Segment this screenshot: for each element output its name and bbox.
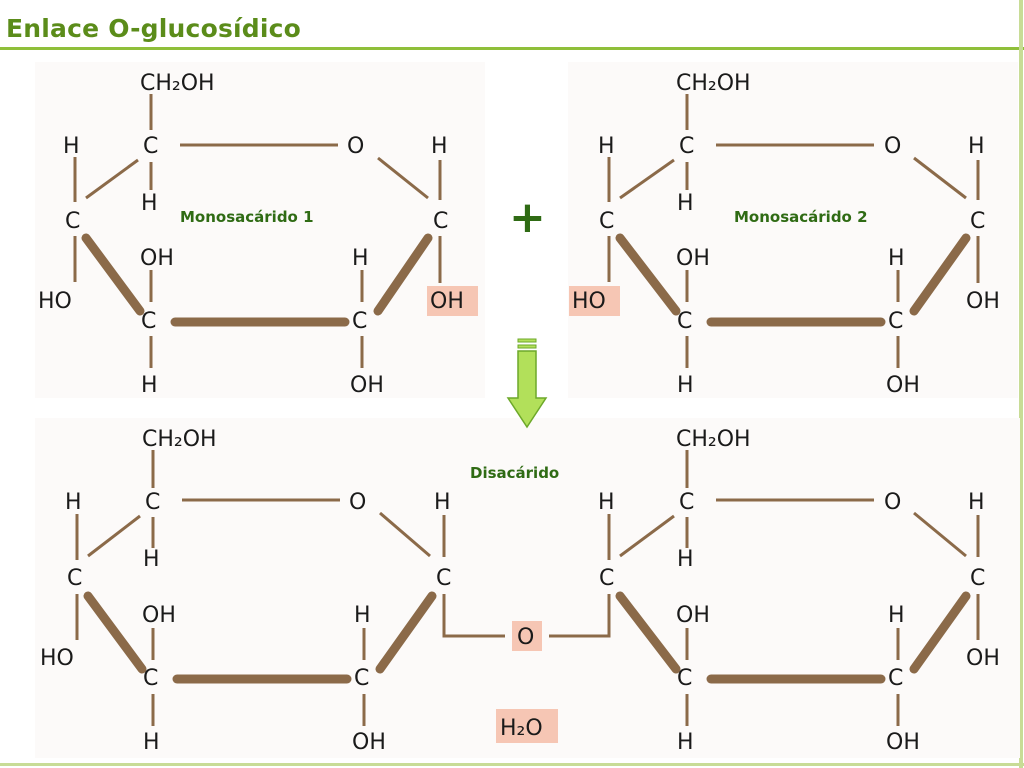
atom-label: OH — [886, 373, 920, 398]
atom-label: CH₂OH — [676, 71, 751, 96]
atom-label: H — [354, 603, 371, 628]
bottom-border — [0, 763, 1024, 766]
molecule-background — [568, 62, 1018, 398]
atom-label: C — [888, 309, 903, 334]
atom-label: OH — [966, 646, 1000, 671]
atom-label: C — [970, 566, 985, 591]
atom-label: H — [65, 490, 82, 515]
atom-label: C — [970, 209, 985, 234]
atom-label: HO — [38, 289, 72, 314]
atom-label: H — [143, 547, 160, 572]
atom-label: C — [436, 566, 451, 591]
plus-sign: + — [509, 192, 546, 243]
highlighted-oh: OH — [430, 289, 464, 314]
atom-label: H — [598, 134, 615, 159]
atom-label: H — [677, 730, 694, 755]
atom-label: C — [888, 666, 903, 691]
atom-label: C — [599, 209, 614, 234]
atom-label: C — [354, 666, 369, 691]
atom-label: O — [349, 490, 366, 515]
atom-label: C — [145, 490, 160, 515]
atom-label: H — [888, 603, 905, 628]
atom-label: C — [679, 490, 694, 515]
atom-label: H — [141, 191, 158, 216]
atom-label: OH — [140, 246, 174, 271]
atom-label: OH — [966, 289, 1000, 314]
atom-label: C — [65, 209, 80, 234]
highlight-oh-mono1 — [427, 286, 478, 316]
atom-label: H — [141, 373, 158, 398]
atom-label: CH₂OH — [142, 427, 217, 452]
atom-label: OH — [676, 246, 710, 271]
monosaccharide-1: CH₂OH C H O H H C C OH H HO OH C C H OH … — [38, 71, 464, 398]
right-border — [1019, 0, 1023, 768]
atom-label: C — [141, 309, 156, 334]
molecule-background — [35, 62, 485, 398]
monosaccharide-2-label: Monosacárido 2 — [734, 208, 868, 226]
atom-label: C — [679, 134, 694, 159]
atom-label: O — [884, 134, 901, 159]
highlight-water — [496, 709, 558, 743]
atom-label: H — [968, 134, 985, 159]
atom-label: H — [431, 134, 448, 159]
atom-label: CH₂OH — [140, 71, 215, 96]
atom-label: H — [677, 191, 694, 216]
atom-label: C — [677, 309, 692, 334]
atom-label: O — [347, 134, 364, 159]
atom-label: H — [143, 730, 160, 755]
water-molecule: H₂O — [500, 716, 543, 741]
atom-label: H — [968, 490, 985, 515]
atom-label: H — [888, 246, 905, 271]
atom-label: OH — [350, 373, 384, 398]
atom-label: H — [434, 490, 451, 515]
atom-label: HO — [40, 646, 74, 671]
slide-title: Enlace O-glucosídico — [6, 14, 302, 43]
atom-label: OH — [352, 730, 386, 755]
atom-label: OH — [676, 603, 710, 628]
atom-label: C — [67, 566, 82, 591]
atom-label: H — [598, 490, 615, 515]
disaccharide: CH₂OH C H O H H C C OH H HO C C H OH O H… — [40, 427, 1000, 755]
atom-label: C — [352, 309, 367, 334]
atom-label: H — [677, 373, 694, 398]
atom-label: C — [433, 209, 448, 234]
highlight-ho-mono2 — [569, 286, 620, 316]
atom-label: H — [677, 547, 694, 572]
bridge-oxygen: O — [517, 625, 534, 650]
monosaccharide-2: CH₂OH C H O H H C C OH H HO OH C C H OH … — [572, 71, 1000, 398]
title-underline — [0, 47, 1024, 50]
atom-label: OH — [886, 730, 920, 755]
atom-label: H — [63, 134, 80, 159]
atom-label: OH — [142, 603, 176, 628]
atom-label: O — [884, 490, 901, 515]
atom-label: CH₂OH — [676, 427, 751, 452]
monosaccharide-1-label: Monosacárido 1 — [180, 208, 314, 226]
molecule-background — [35, 418, 1020, 758]
atom-label: H — [352, 246, 369, 271]
atom-label: C — [143, 666, 158, 691]
highlight-bridge-o — [512, 621, 542, 651]
atom-label: C — [677, 666, 692, 691]
atom-label: C — [143, 134, 158, 159]
disaccharide-label: Disacárido — [470, 464, 559, 482]
reaction-arrow — [506, 338, 548, 429]
highlighted-ho: HO — [572, 289, 606, 314]
atom-label: C — [599, 566, 614, 591]
